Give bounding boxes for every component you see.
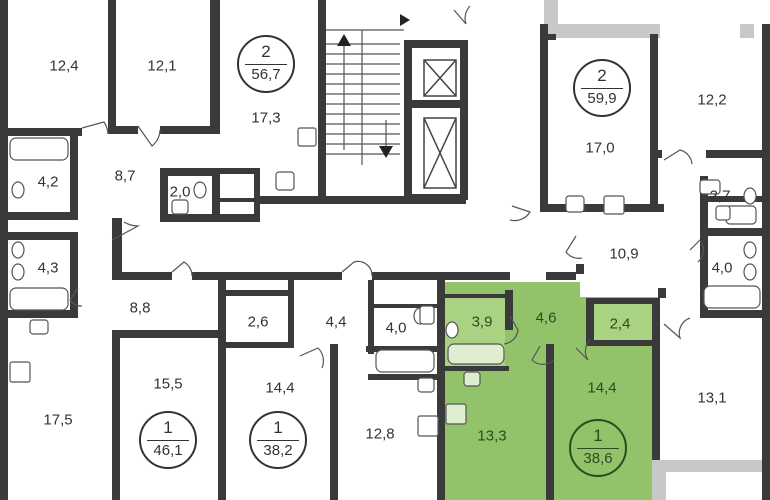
stair-arrows — [337, 14, 410, 158]
apartment-badge[interactable]: 2 59,9 — [573, 59, 631, 117]
room-area-label: 2,6 — [247, 313, 269, 331]
room-area-label: 4,3 — [37, 259, 59, 277]
apartment-area: 38,6 — [583, 450, 613, 467]
room-area-label: 13,1 — [697, 389, 727, 407]
room-area-label: 17,5 — [43, 411, 73, 429]
room-area-label: 3,9 — [471, 313, 493, 331]
badge-divider — [257, 440, 299, 441]
room-area-label: 12,8 — [365, 425, 395, 443]
room-area-label: 2,4 — [609, 315, 631, 333]
apartment-badge[interactable]: 1 38,2 — [249, 411, 307, 469]
room-area-label: 4,6 — [535, 309, 557, 327]
room-area-label: 10,9 — [609, 245, 639, 263]
elevator-shafts — [423, 59, 457, 189]
apartment-rooms: 1 — [273, 418, 283, 437]
badge-divider — [147, 440, 189, 441]
bath-fixtures — [9, 127, 761, 437]
room-area-label: 2,0 — [169, 183, 191, 201]
apartment-area: 59,9 — [587, 90, 617, 107]
apartment-badge[interactable]: 2 56,7 — [237, 35, 295, 93]
room-area-label: 12,4 — [49, 57, 79, 75]
window-frames — [544, 0, 770, 500]
room-area-label: 2,7 — [709, 187, 731, 205]
apartment-area: 46,1 — [153, 442, 183, 459]
room-area-label: 17,0 — [585, 139, 615, 157]
room-area-label: 12,2 — [697, 91, 727, 109]
room-area-label: 17,3 — [251, 109, 281, 127]
apartment-area: 38,2 — [263, 442, 293, 459]
room-area-label: 13,3 — [477, 427, 507, 445]
badge-divider — [245, 64, 287, 65]
room-area-label: 14,4 — [587, 379, 617, 397]
apartment-area: 56,7 — [251, 66, 281, 83]
room-area-label: 12,1 — [147, 57, 177, 75]
door-swings — [69, 5, 705, 369]
badge-divider — [577, 448, 619, 449]
room-area-label: 14,4 — [265, 379, 295, 397]
room-area-label: 4,0 — [711, 259, 733, 277]
badge-divider — [581, 88, 623, 89]
apartment-badge-highlighted[interactable]: 1 38,6 — [569, 419, 627, 477]
room-area-label: 4,4 — [325, 313, 347, 331]
room-area-label: 4,2 — [37, 173, 59, 191]
apartment-rooms: 1 — [163, 418, 173, 437]
apartment-rooms: 2 — [261, 42, 271, 61]
staircase — [326, 29, 404, 165]
apartment-rooms: 1 — [593, 426, 603, 445]
room-area-label: 8,7 — [114, 167, 136, 185]
apartment-rooms: 2 — [597, 66, 607, 85]
room-area-label: 8,8 — [129, 299, 151, 317]
room-area-label: 15,5 — [153, 375, 183, 393]
apartment-badge[interactable]: 1 46,1 — [139, 411, 197, 469]
room-area-label: 4,0 — [385, 319, 407, 337]
